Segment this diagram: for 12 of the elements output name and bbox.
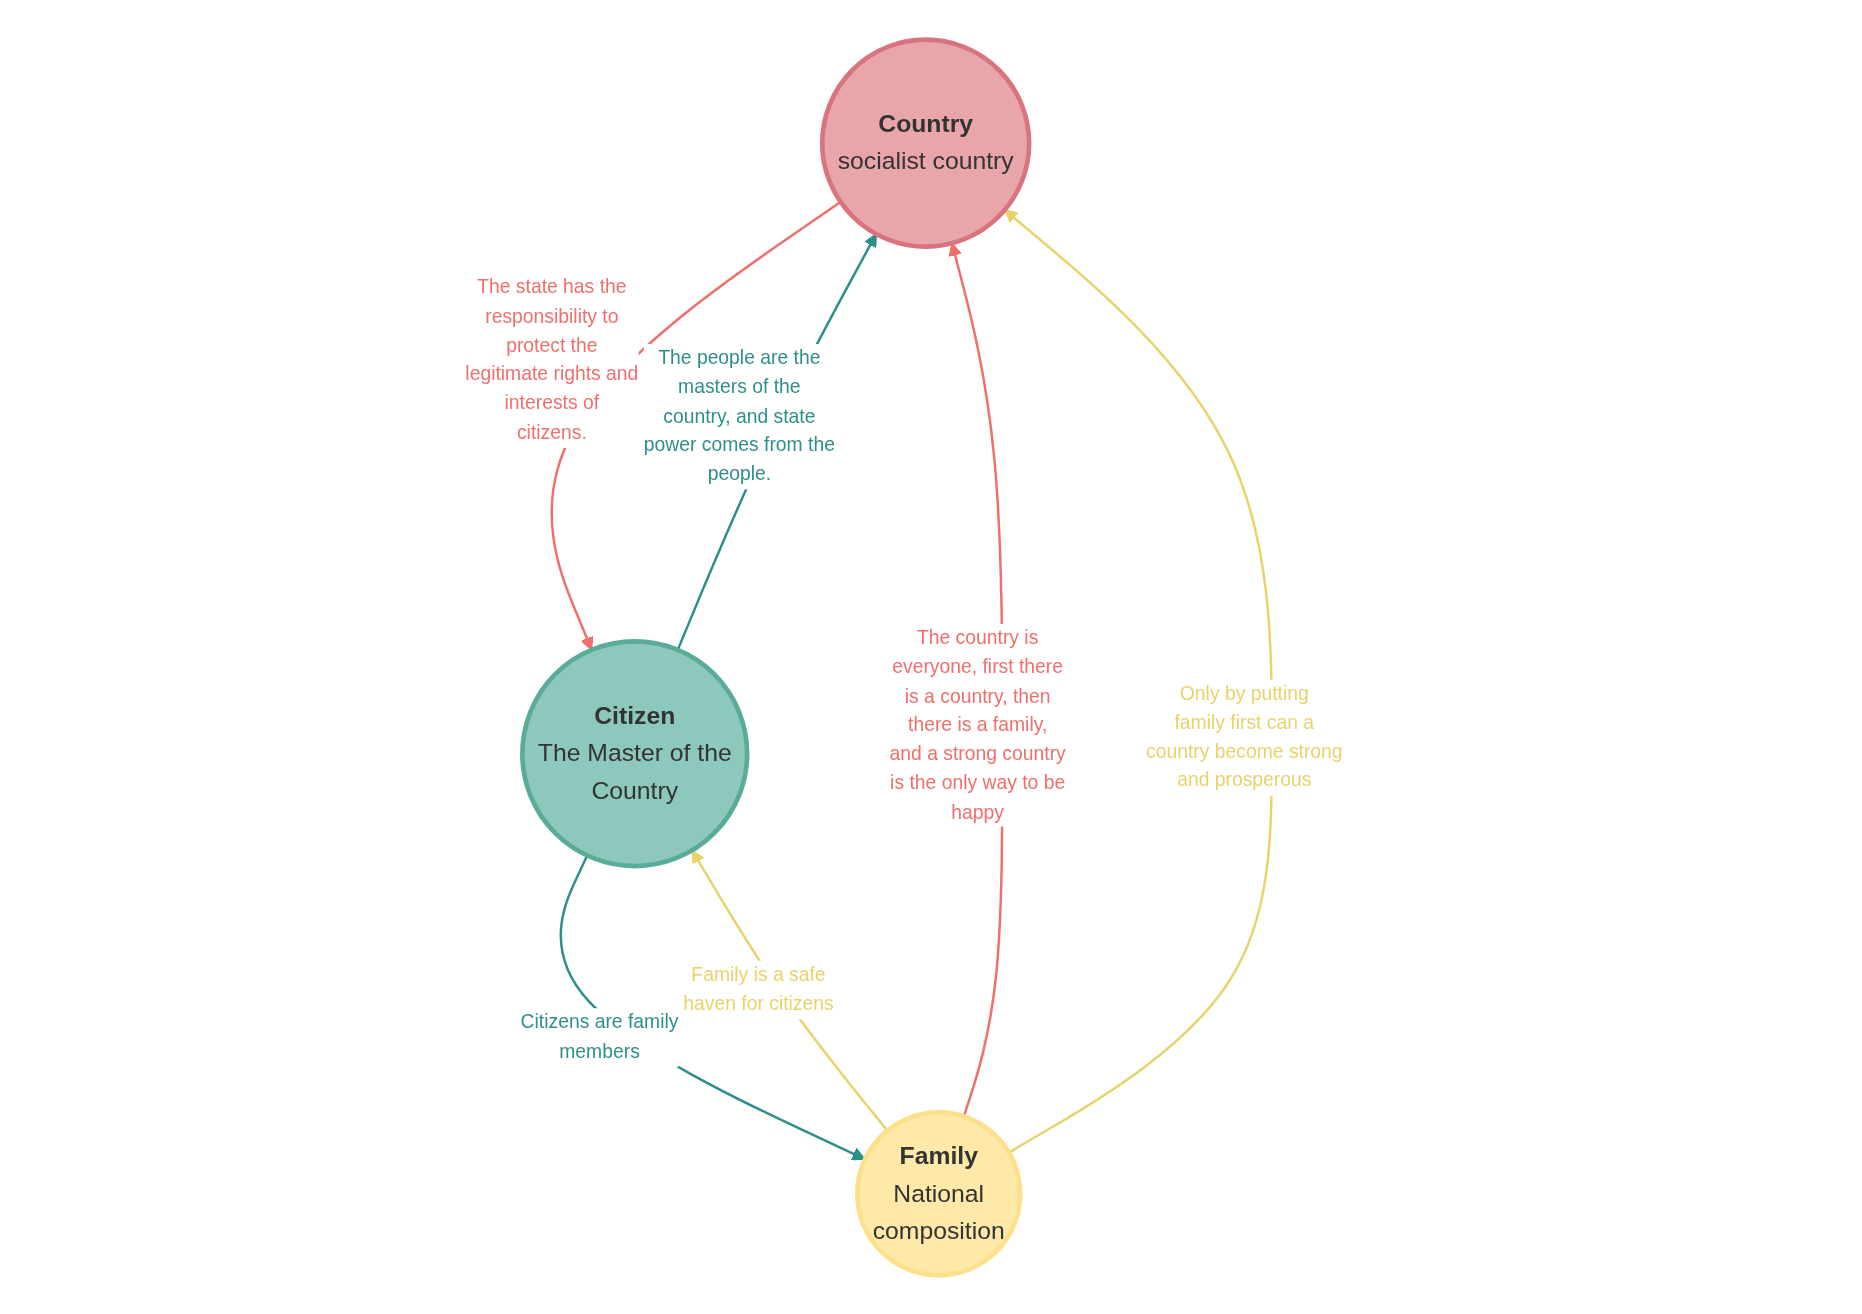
edge-label: Family is a safe haven for citizens [682,963,834,1014]
node-circle: Country socialist country [819,36,1031,249]
edge-label: The state has the responsibility to protect the legitimate rights and interests of citizens. [464,275,638,443]
edge-label: The country is everyone, first there is a country, then there is a family, and a strong country is the only way to be happy [889,626,1066,823]
node-circle: Citizen The Master of the Country [519,638,749,868]
edge-label: Citizens are family members [520,1010,678,1062]
arrow [550,200,841,650]
arrow [1003,208,1273,1154]
node-circle: Family National composition [854,1109,1022,1278]
edge-label: Only by putting family first can a country become strong and prosperous [1145,682,1343,791]
edge-label: The people are the masters of the country, and state power comes from the people. [643,346,835,485]
arrow [559,854,866,1160]
